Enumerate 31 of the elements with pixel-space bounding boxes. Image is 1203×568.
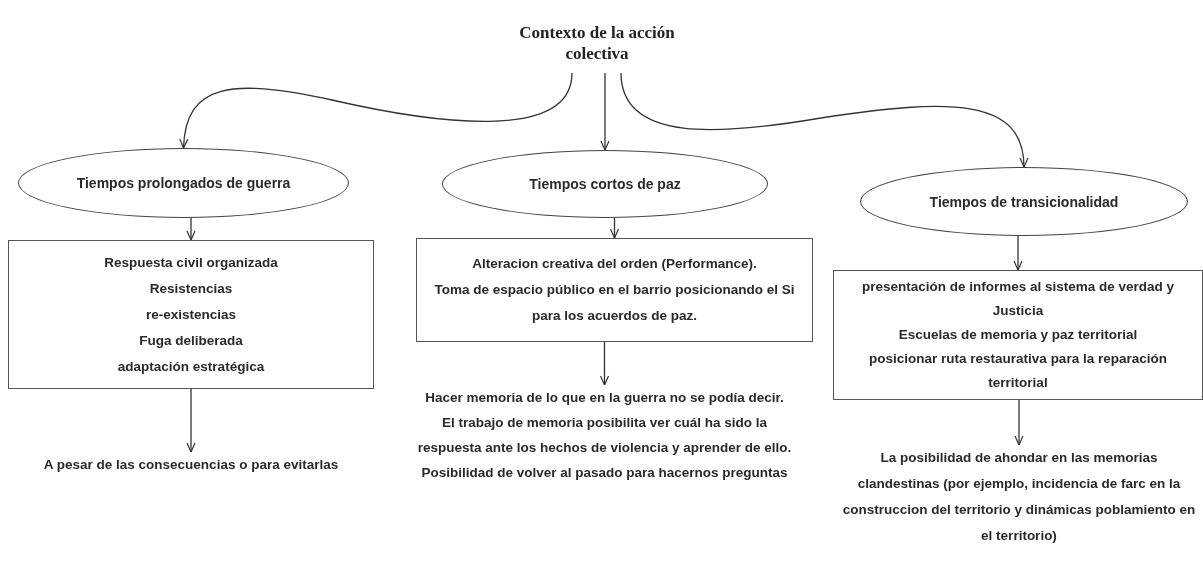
- node-text: Tiempos de transicionalidad: [929, 193, 1119, 210]
- node-text: Alteracion creativa del orden (Performance).: [472, 255, 757, 273]
- node-text: Resistencias: [149, 279, 233, 298]
- arrow: [600, 72, 610, 151]
- node-text: El trabajo de memoria posibilita ver cuál ha sido la respuesta ante los hechos de violencia y aprender de ello.: [416, 414, 793, 457]
- node-text: adaptación estratégica: [117, 357, 265, 376]
- text-box: [8, 240, 374, 389]
- node-text: Escuelas de memoria y paz territorial: [898, 326, 1138, 344]
- node-text: Hacer memoria de lo que en la guerra no se podía decir.: [425, 389, 784, 407]
- node-text: Contexto de la acción colectiva: [518, 21, 676, 64]
- arrow: [1013, 235, 1023, 271]
- node-text: Posibilidad de volver al pasado para hacernos preguntas: [421, 464, 788, 482]
- text-box: [833, 270, 1203, 400]
- node-text: Fuga deliberada: [139, 331, 243, 350]
- arrow: [599, 341, 610, 386]
- node-text: La posibilidad de ahondar en las memorias clandestinas (por ejemplo, incidencia de farc en la construccion del territorio y dinámicas poblamiento en el territorio): [841, 449, 1197, 545]
- node-text: Tiempos prolongados de guerra: [76, 175, 291, 191]
- arrow: [186, 217, 196, 241]
- node-text: posicionar ruta restaurativa para la reparación territorial: [868, 350, 1168, 392]
- node-text: Toma de espacio público en el barrio posicionando el Si para los acuerdos de paz.: [433, 281, 796, 325]
- arrow: [179, 72, 573, 149]
- text-box: [416, 238, 813, 342]
- node-text: presentación de informes al sistema de verdad y Justicia: [860, 278, 1176, 320]
- node-text: Tiempos cortos de paz: [529, 176, 681, 192]
- arrow: [609, 217, 620, 239]
- arrow: [1014, 399, 1024, 446]
- arrow: [186, 388, 196, 453]
- arrow: [620, 72, 1028, 168]
- node-text: A pesar de las consecuencias o para evitarlas: [43, 456, 339, 474]
- node-text: Respuesta civil organizada: [104, 253, 278, 272]
- node-text: re-existencias: [145, 305, 237, 324]
